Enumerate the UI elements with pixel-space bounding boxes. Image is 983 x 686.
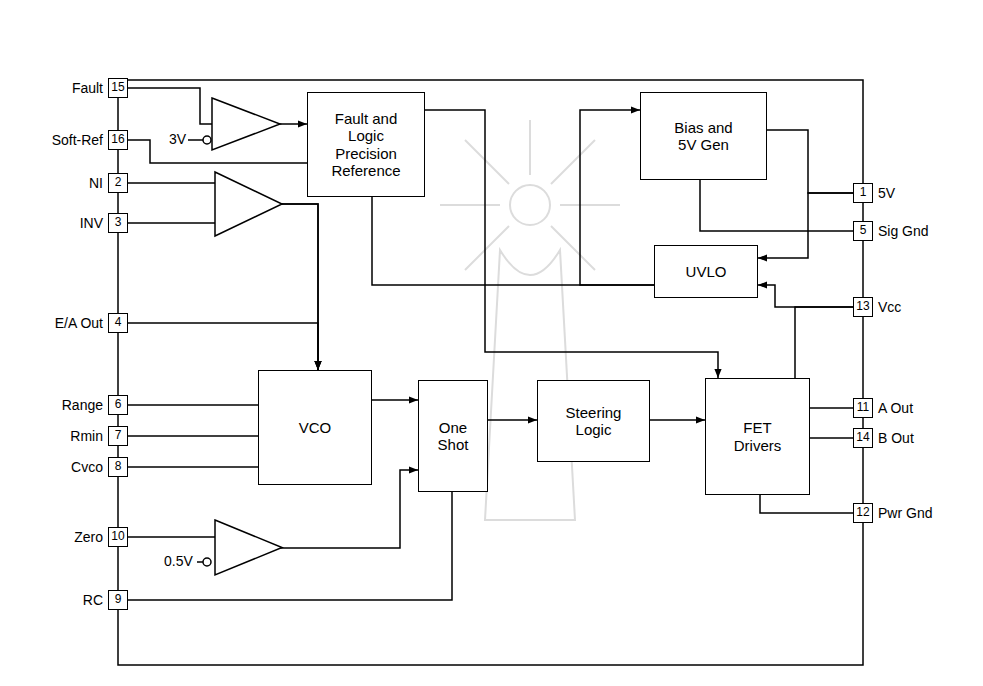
function-block: UVLO [654,245,758,298]
pin-number: 15 [111,81,124,95]
signal-wire [760,495,853,513]
pin-number: 14 [856,431,869,445]
watermark-rays [440,120,620,270]
pin-number: 4 [115,316,122,330]
signal-wire [810,407,853,409]
signal-wire [128,492,452,600]
pin-name: RC [83,592,103,608]
pin-name: Range [62,397,103,413]
pin-name: Pwr Gnd [878,505,932,521]
pin-number: 13 [856,300,869,314]
pin-box: Pwr Gnd12 [853,503,873,523]
function-block: FET Drivers [705,378,810,495]
pin-box: 5V1 [853,183,873,203]
pin-box: RC9 [108,590,128,610]
pin-number: 1 [860,186,867,200]
pin-box: Rmin7 [108,426,128,446]
pin-name: Rmin [70,428,103,444]
pin-name: Zero [74,529,103,545]
reference-wire [197,561,203,563]
signal-wire [372,197,654,285]
function-block: Steering Logic [537,380,650,462]
pin-box: Range6 [108,395,128,415]
block-title: VCO [299,419,332,436]
signal-wire [758,285,853,307]
pin-name: B Out [878,430,914,446]
signal-wire [650,419,705,421]
pin-number: 12 [856,506,869,520]
frame-outline [118,80,863,665]
pin-number: 2 [115,176,122,190]
inverting-bubble [203,558,211,566]
signal-wire [128,466,258,468]
signal-wire [795,307,853,378]
pin-number: 11 [857,401,869,415]
pin-name: NI [89,175,103,191]
block-title: UVLO [686,263,727,280]
pin-name: 5V [878,185,895,201]
pin-number: 7 [115,429,122,443]
error-amplifier-symbol [215,172,282,236]
pin-number: 3 [115,216,122,230]
pin-box: B Out14 [853,428,873,448]
signal-wire [128,404,258,406]
comparator-symbol [215,520,282,575]
pin-number: 6 [115,398,122,412]
pin-box: Cvco8 [108,457,128,477]
watermark-sun [510,185,550,225]
block-title: Fault and Logic Precision Reference [326,110,406,179]
reference-voltage: 0.5V [163,553,194,569]
pin-number: 8 [115,460,122,474]
function-block: Bias and 5V Gen [640,92,767,180]
pin-number: 10 [111,530,124,544]
inverting-bubble [203,136,211,144]
pin-name: A Out [878,400,913,416]
pin-box: NI2 [108,173,128,193]
pin-box: Vcc13 [853,297,873,317]
function-block: One Shot [418,380,488,492]
block-title: FET Drivers [723,419,793,454]
pin-name: Sig Gnd [878,223,929,239]
pin-box: E/A Out4 [108,313,128,333]
signal-wire [767,130,853,193]
pin-number: 9 [115,593,122,607]
reference-wire [188,139,203,141]
block-title: One Shot [428,419,478,454]
signal-wire [758,193,853,258]
signal-wire [128,435,258,437]
pin-name: Soft-Ref [52,132,103,148]
pin-name: E/A Out [55,315,103,331]
signal-wire [128,323,318,370]
pin-name: INV [80,215,103,231]
pin-box: Fault15 [108,78,128,98]
reference-voltage: 3V [168,131,187,147]
pin-name: Vcc [878,299,901,315]
function-block: Fault and Logic Precision Reference [307,92,425,197]
signal-wire [488,419,537,421]
comparator-symbol [212,98,280,150]
block-title: Steering Logic [559,404,629,439]
pin-box: INV3 [108,213,128,233]
pin-name: Fault [72,80,103,96]
pin-box: A Out11 [853,398,873,418]
pin-number: 16 [111,133,124,147]
pin-name: Cvco [71,459,103,475]
pin-box: Sig Gnd5 [853,221,873,241]
function-block: VCO [258,370,372,485]
signal-wire [810,437,853,439]
pin-number: 5 [860,224,867,238]
block-title: Bias and 5V Gen [669,119,739,154]
pin-box: Soft-Ref16 [108,130,128,150]
signal-wire [700,180,853,231]
signal-wire [372,399,418,401]
pin-box: Zero10 [108,527,128,547]
